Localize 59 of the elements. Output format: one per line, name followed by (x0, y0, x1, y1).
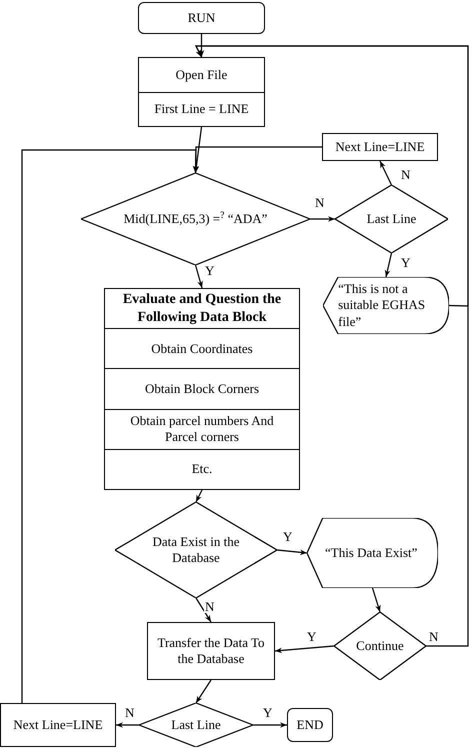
node-text: Obtain Coordinates (151, 340, 253, 357)
decision-diamond (334, 612, 426, 680)
edge-label: Y (282, 530, 294, 543)
edge-label: Y (306, 630, 318, 643)
node-text: Continue (356, 638, 404, 653)
arrow (384, 252, 392, 278)
arrow (276, 549, 308, 556)
edge-label: Y (204, 264, 216, 277)
node-text: “This Data Exist” (324, 544, 418, 560)
display-shape (323, 277, 449, 334)
process-box (322, 133, 438, 161)
node-text: Etc. (192, 461, 212, 478)
display-shape (307, 518, 438, 588)
edge-label: Y (400, 256, 412, 269)
node-text: Obtain parcel numbers And Parcel corners (129, 412, 275, 446)
terminal-box (138, 2, 265, 34)
arrow (196, 680, 212, 704)
arrow (310, 216, 335, 222)
node-text: First Line = LINE (154, 101, 249, 118)
arrow (194, 126, 202, 174)
node-text: “This is not a suitable EGHAS file” (338, 281, 426, 329)
arrow (196, 598, 212, 622)
decision-diamond (115, 502, 277, 598)
edge-label: N (124, 706, 136, 719)
node-text: Evaluate and Question the Following Data Block (122, 291, 282, 326)
arrow (379, 160, 392, 186)
terminal-box (287, 708, 333, 742)
arrow (195, 45, 469, 647)
arrow (274, 645, 334, 654)
node-text: RUN (188, 10, 216, 26)
node-text: Data Exist in the Database (152, 534, 240, 565)
node-text: Transfer the Data To the Database (156, 634, 266, 668)
decision-diamond (81, 173, 310, 265)
decision-diamond (139, 703, 253, 747)
arrow (198, 34, 204, 57)
process-box (138, 57, 265, 127)
node-text: END (296, 716, 324, 734)
edge-label: N (428, 630, 440, 643)
arrow (253, 722, 287, 728)
edge-label: N (400, 168, 412, 181)
edge-label: Y (262, 706, 274, 719)
arrow (21, 149, 198, 703)
decision-diamond (335, 185, 448, 253)
arrow (194, 264, 203, 288)
arrow (372, 588, 381, 612)
edge-label: N (204, 600, 216, 613)
node-text: Next Line=LINE (335, 138, 425, 156)
process-box (0, 703, 116, 747)
node-text: Last Line (171, 716, 221, 732)
node-text: Obtain Block Corners (144, 380, 260, 398)
arrow (116, 722, 139, 728)
node-text: Last Line (366, 210, 416, 226)
node-text: Next Line=LINE (13, 716, 103, 734)
node-text: Mid(LINE,65,3) =$^{?}$ “ADA” (124, 210, 268, 226)
arrow (195, 490, 203, 502)
process-box (104, 288, 300, 490)
node-text: Open File (176, 66, 228, 83)
process-box (147, 622, 275, 680)
edge-label: N (314, 196, 326, 209)
